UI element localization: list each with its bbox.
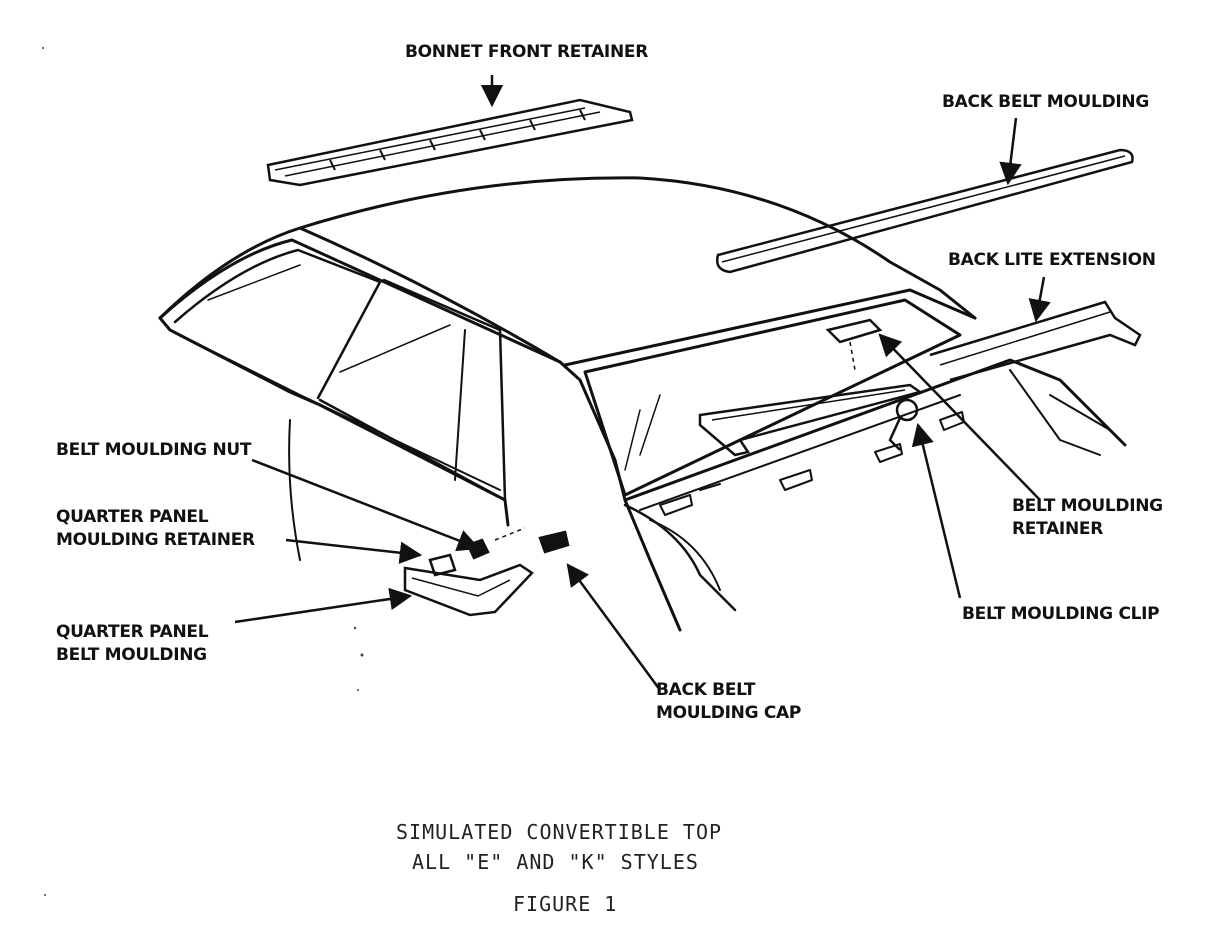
back-lite-extension-part (929, 300, 1142, 382)
label-belt-moulding-clip: BELT MOULDING CLIP (962, 604, 1160, 624)
leader-arrows (234, 75, 1051, 691)
small-parts (428, 527, 570, 577)
scan-specks (42, 47, 364, 896)
quarter-panel-belt-moulding-part (403, 563, 534, 617)
label-quarter-panel-retainer-line2: MOULDING RETAINER (56, 530, 255, 550)
label-back-belt-moulding: BACK BELT MOULDING (942, 92, 1150, 112)
label-quarter-panel-retainer-line1: QUARTER PANEL (56, 507, 209, 527)
caption-title: SIMULATED CONVERTIBLE TOP (396, 820, 723, 844)
car-body (158, 176, 1127, 632)
belt-moulding-retainer-part (698, 318, 923, 457)
label-belt-moulding-nut: BELT MOULDING NUT (56, 440, 252, 460)
back-belt-moulding-part (716, 148, 1134, 274)
label-belt-moulding-retainer-line1: BELT MOULDING (1012, 496, 1163, 516)
label-back-belt-cap-line1: BACK BELT (656, 680, 756, 700)
belt-moulding-clip-part (888, 398, 919, 451)
label-back-belt-cap-line2: MOULDING CAP (656, 703, 802, 723)
bonnet-front-retainer-part (266, 98, 634, 187)
label-belt-moulding-retainer-line2: RETAINER (1012, 519, 1103, 539)
caption-styles: ALL "E" AND "K" STYLES (412, 850, 699, 874)
label-quarter-panel-belt-line2: BELT MOULDING (56, 645, 207, 665)
label-quarter-panel-belt-line1: QUARTER PANEL (56, 622, 209, 642)
caption-figure-number: FIGURE 1 (513, 892, 618, 916)
label-bonnet-front-retainer: BONNET FRONT RETAINER (405, 42, 648, 62)
label-back-lite-extension: BACK LITE EXTENSION (948, 250, 1156, 270)
